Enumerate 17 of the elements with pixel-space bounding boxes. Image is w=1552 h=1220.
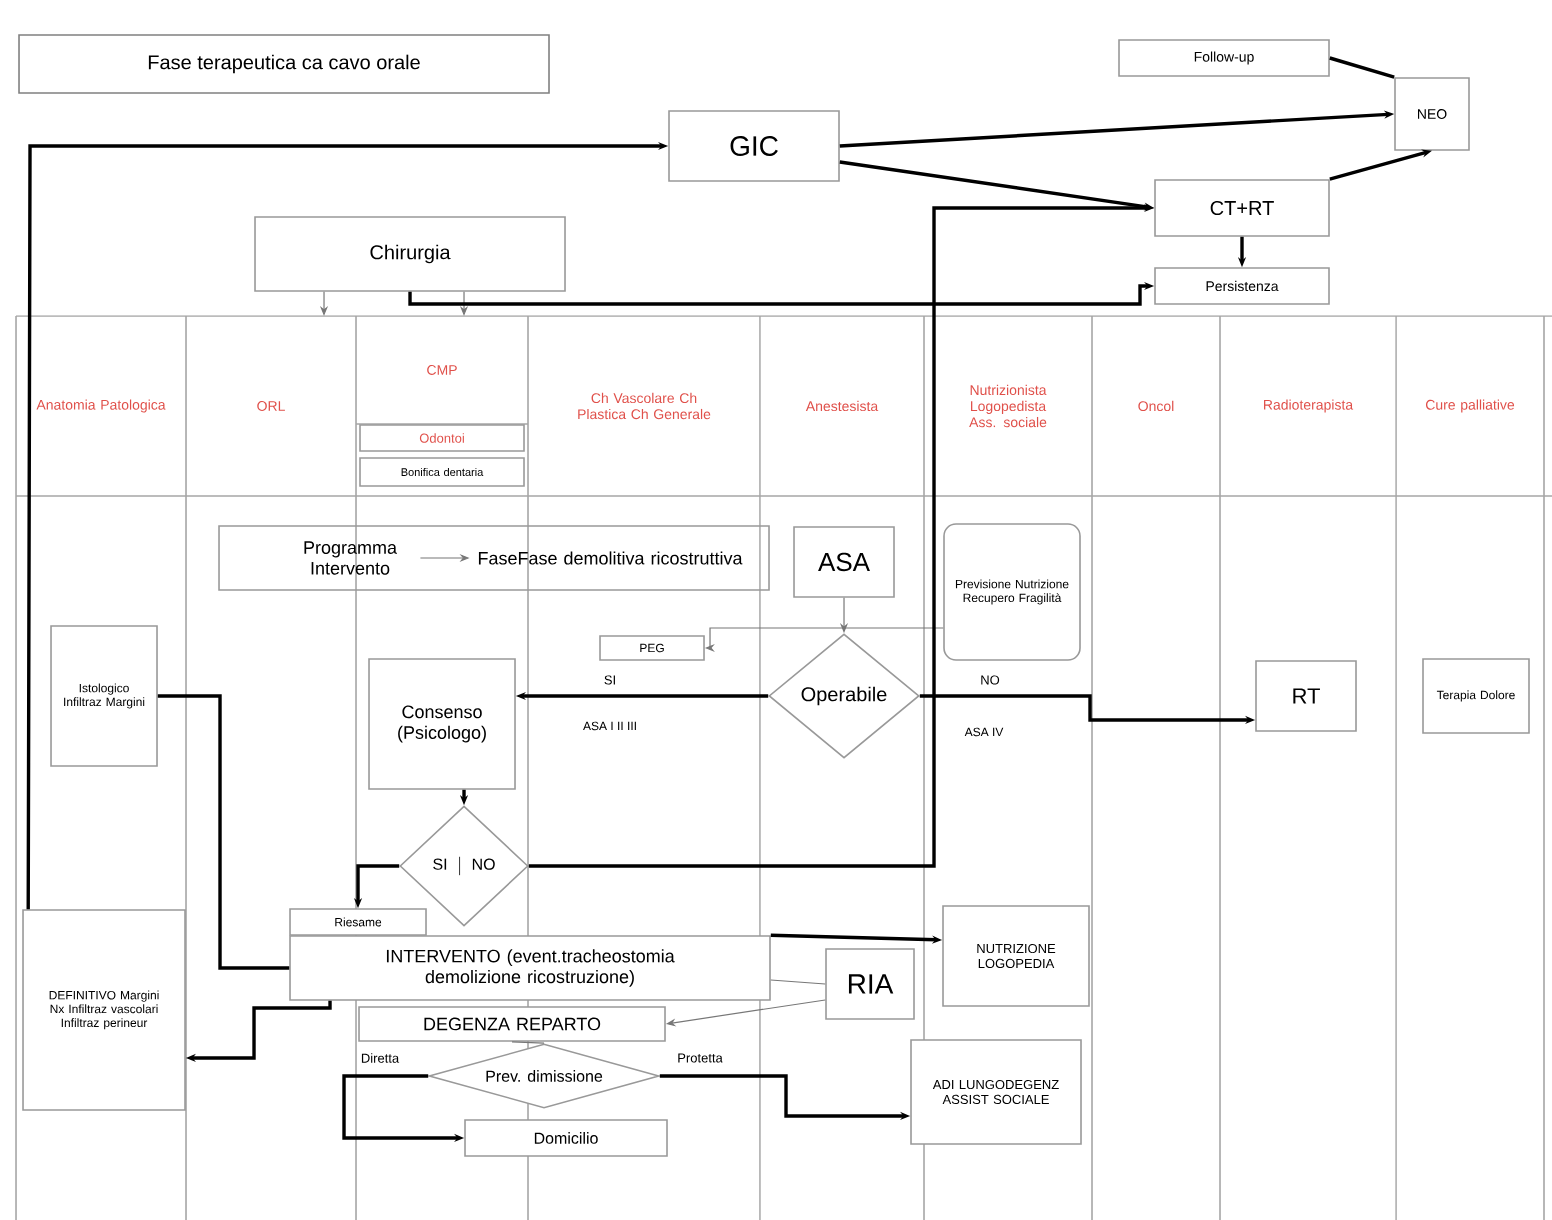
process-box: CT+RT [1154, 179, 1330, 237]
process-box: ASA [793, 526, 895, 598]
connector-line [157, 694, 290, 970]
box-text: FaseFase demolitiva ricostruttiva [478, 551, 743, 565]
connector-line [1329, 56, 1395, 79]
connector-line [770, 979, 826, 985]
box-text: Programma Intervento [304, 541, 397, 575]
process-box: GIC [668, 110, 840, 182]
process-box: RIA [825, 948, 915, 1020]
process-box: Chirurgia [254, 216, 566, 292]
title-box: Fase terapeutica ca cavo orale [18, 34, 550, 94]
connector-line [511, 1041, 545, 1044]
process-box: Domicilio [464, 1119, 668, 1157]
process-box: Consenso (Psicologo) [368, 658, 516, 790]
process-box: RT [1255, 660, 1357, 732]
program-box [218, 525, 770, 591]
process-box: DEGENZA REPARTO [358, 1006, 666, 1042]
